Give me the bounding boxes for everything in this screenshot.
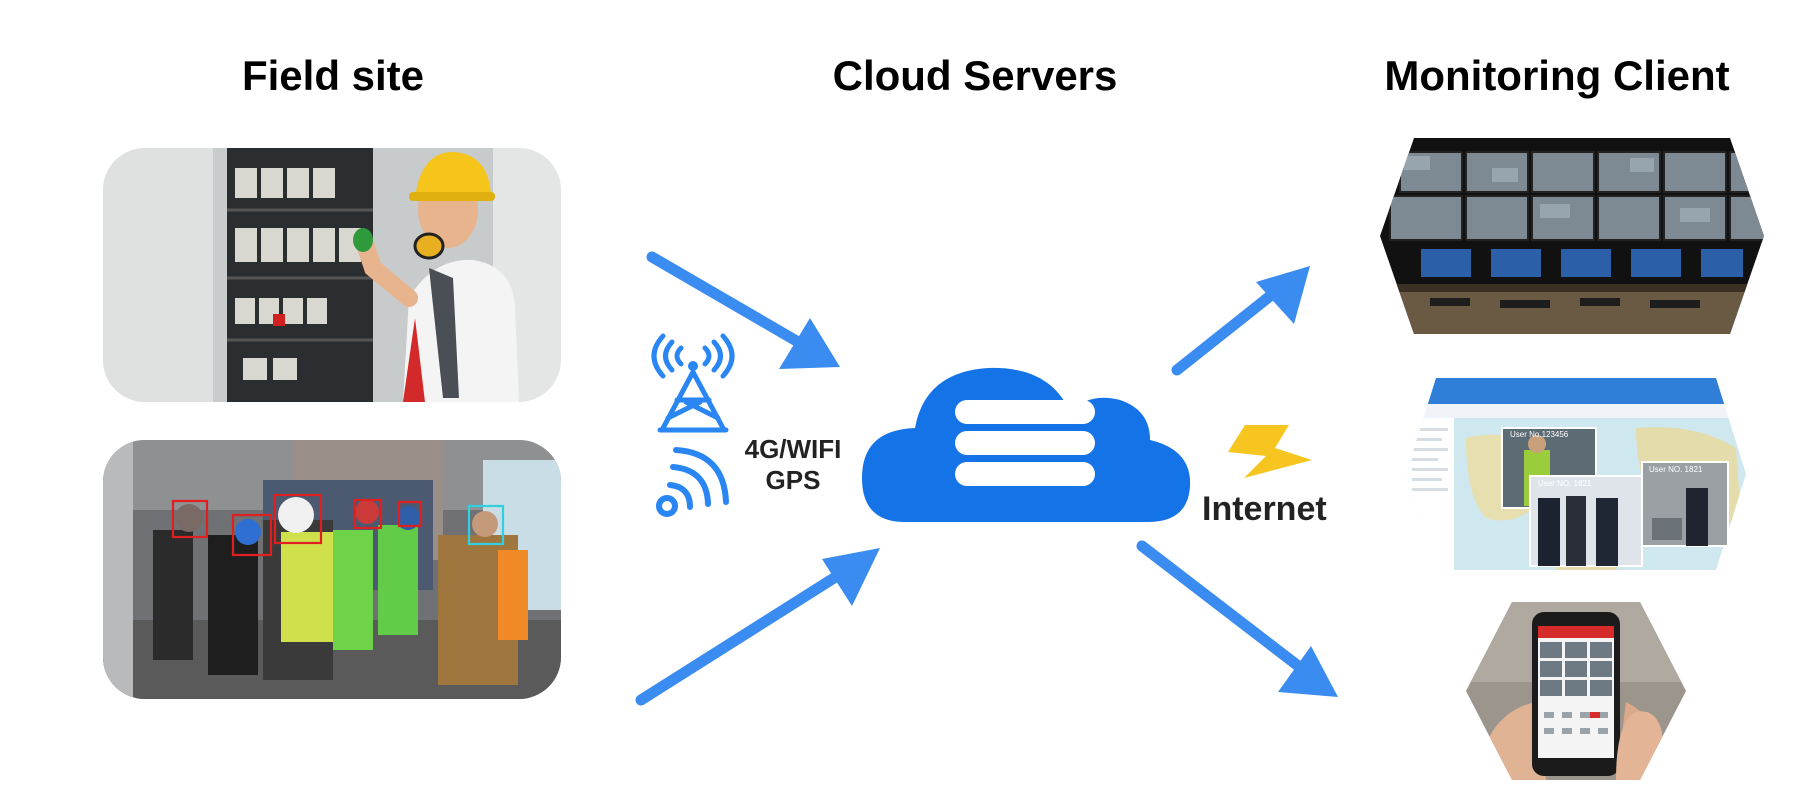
monitoring-software-image: User No.123456 User NO. 1821 User NO. 18… [1406,378,1746,570]
construction-workers-photo [103,440,561,699]
monitoring-client-title: Monitoring Client [1384,52,1730,99]
wireless-label: 4G/WIFI GPS [735,434,851,496]
field-site-title: Field site [241,52,425,99]
wireless-label-line1: 4G/WIFI [744,434,842,464]
video-user-label-3: User NO. 1821 [1649,465,1703,474]
cloud-server-icon [862,367,1191,522]
video-user-label-2: User NO. 1821 [1538,479,1592,488]
arrowhead-4 [1278,646,1338,697]
video-user-label-1: User No.123456 [1510,430,1569,439]
electrician-photo [103,148,561,402]
video-wall-image [1380,138,1764,334]
arrow-cloud-to-client-bottom [1136,540,1316,681]
arrow-cloud-to-client-top [1171,279,1290,376]
cloud-servers-title: Cloud Servers [832,52,1118,99]
lightning-icon [1228,425,1312,478]
arrowhead-3 [1256,266,1310,324]
wifi-signal-icon [656,447,729,517]
arrowhead-2 [822,548,880,606]
arrow-field-to-cloud-bottom [635,560,859,706]
arrow-field-to-cloud-top [646,251,818,356]
arrowhead-1 [779,318,840,369]
internet-label: Internet [1202,490,1327,528]
cell-tower-icon [651,333,735,433]
mobile-app-image [1466,602,1686,780]
wireless-label-line2: GPS [765,465,821,495]
